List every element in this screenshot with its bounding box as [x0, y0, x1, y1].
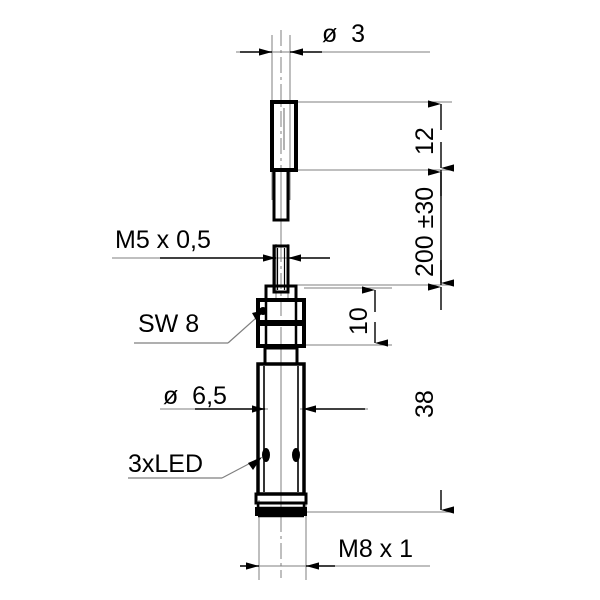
- label-len-hex-zone: 10: [345, 307, 373, 335]
- hex-nut-lower: [256, 322, 306, 348]
- m8-thread-end: [254, 492, 308, 518]
- label-len-body: 38: [411, 390, 439, 418]
- dimension-lines: [160, 48, 454, 570]
- extension-lines: [112, 35, 452, 580]
- label-diameter-cable: ø 3: [322, 20, 366, 48]
- label-thread-top: M5 x 0,5: [115, 226, 211, 254]
- label-hex-width: SW 8: [138, 310, 200, 338]
- label-diameter-body: ø 6,5: [163, 382, 227, 410]
- label-len-connector: 12: [411, 127, 439, 155]
- m5-thread-shaft: [272, 244, 290, 294]
- led-window-right: [292, 448, 300, 462]
- cable-segment: [272, 168, 290, 222]
- sensor-geometry: [254, 100, 308, 518]
- label-thread-bottom: M8 x 1: [338, 535, 414, 563]
- label-leds: 3xLED: [128, 450, 204, 478]
- led-window-left: [262, 448, 270, 462]
- label-len-cable: 200 ±30: [411, 186, 439, 277]
